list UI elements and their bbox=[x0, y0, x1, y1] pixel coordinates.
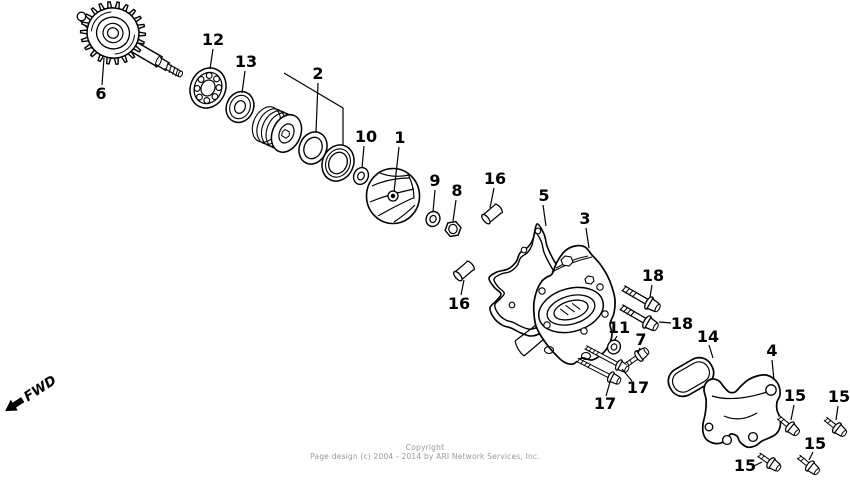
callout-leader-18 bbox=[649, 284, 653, 298]
part-callout-15: 15 bbox=[784, 386, 806, 405]
callout-leader-12 bbox=[209, 48, 214, 70]
part-callout-15: 15 bbox=[734, 456, 756, 475]
callout-leader-16 bbox=[489, 187, 495, 209]
part-8-nut bbox=[444, 220, 462, 238]
callout-leader-3 bbox=[585, 227, 590, 249]
bearing-ball bbox=[213, 75, 220, 83]
part-2-mechanical-seal bbox=[251, 106, 355, 182]
part-13-oil-seal bbox=[225, 90, 255, 124]
callout-leader-9 bbox=[432, 189, 436, 213]
callout-leader-2 bbox=[315, 82, 319, 133]
part-1-impeller bbox=[365, 167, 421, 225]
callout-leader-17 bbox=[605, 381, 611, 397]
callout-leader-18 bbox=[658, 321, 672, 324]
callout-leader-10 bbox=[361, 145, 365, 169]
callout-leader-16 bbox=[460, 279, 465, 296]
part-6-gear bbox=[79, 0, 147, 66]
part-callout-3: 3 bbox=[579, 209, 590, 228]
callout-leader-8 bbox=[452, 199, 457, 222]
part-callout-14: 14 bbox=[697, 327, 719, 346]
bearing-ball bbox=[215, 84, 223, 92]
bearing-ball bbox=[193, 84, 201, 92]
part-callout-2: 2 bbox=[312, 64, 323, 83]
part-12-bearing bbox=[189, 67, 227, 109]
part-callout-8: 8 bbox=[451, 181, 462, 200]
callout-leader-7 bbox=[637, 347, 641, 354]
part-9-washer bbox=[425, 210, 441, 228]
callout-layer: 6 12 13 2 10 1 98 16 16 5 3 18 18 11 7 17 17 14 4 15 15 15 15 bbox=[95, 30, 850, 475]
part-callout-11: 11 bbox=[608, 318, 630, 337]
callout-leader-13 bbox=[241, 70, 246, 94]
bearing-ball bbox=[196, 93, 203, 101]
part-callout-18: 18 bbox=[671, 314, 693, 333]
callout-leader-15 bbox=[835, 405, 839, 421]
part-callout-13: 13 bbox=[235, 52, 257, 71]
part-17-bolt bbox=[575, 355, 623, 387]
callout-leader-4 bbox=[771, 359, 775, 381]
part-callout-15: 15 bbox=[828, 387, 850, 406]
callout-leader-1 bbox=[393, 146, 400, 193]
part-11-washer bbox=[606, 339, 622, 355]
bearing-ball bbox=[205, 72, 213, 79]
callout-leader-15 bbox=[753, 461, 763, 467]
part-2-seal-ring bbox=[321, 144, 355, 182]
part-callout-12: 12 bbox=[202, 30, 224, 49]
bearing-ball bbox=[203, 97, 211, 104]
part-callout-10: 10 bbox=[355, 127, 377, 146]
callout-leader-2 bbox=[283, 72, 344, 146]
copyright-line2: Page design (c) 2004 - 2014 by ARI Netwo… bbox=[310, 452, 540, 461]
callout-leader-6 bbox=[101, 57, 105, 86]
part-callout-4: 4 bbox=[766, 341, 777, 360]
fwd-arrow-icon bbox=[5, 397, 25, 412]
part-callout-17: 17 bbox=[594, 394, 616, 413]
callout-leader-14 bbox=[708, 344, 714, 359]
part-4-rear-cover bbox=[701, 373, 782, 449]
callout-leader-17 bbox=[621, 368, 633, 382]
part-callout-6: 6 bbox=[95, 84, 106, 103]
part-16-dowel-pin bbox=[453, 260, 475, 282]
part-callout-15: 15 bbox=[804, 434, 826, 453]
callout-leader-15 bbox=[808, 451, 814, 461]
bearing-ball bbox=[211, 93, 219, 101]
part-3-pump-cover bbox=[514, 244, 616, 366]
part-16-dowel-pin bbox=[481, 203, 503, 225]
part-callout-16: 16 bbox=[448, 294, 470, 313]
fwd-direction-arrow: FWD bbox=[5, 372, 59, 412]
part-callout-16: 16 bbox=[484, 169, 506, 188]
part-14-o-ring bbox=[667, 356, 715, 398]
copyright-line1: Copyright bbox=[405, 443, 445, 452]
copyright-footer: Copyright Page design (c) 2004 - 2014 by… bbox=[0, 443, 850, 461]
part-callout-9: 9 bbox=[429, 171, 440, 190]
part-callout-1: 1 bbox=[394, 128, 405, 147]
part-callout-7: 7 bbox=[635, 330, 646, 349]
part-callout-5: 5 bbox=[538, 186, 549, 205]
callout-leader-15 bbox=[790, 404, 795, 421]
callout-leader-5 bbox=[542, 204, 547, 227]
part-callout-17: 17 bbox=[627, 378, 649, 397]
callout-leader-11 bbox=[613, 335, 618, 342]
part-callout-18: 18 bbox=[642, 266, 664, 285]
fwd-label: FWD bbox=[21, 372, 59, 405]
part-10-washer bbox=[352, 166, 370, 186]
bearing-ball bbox=[197, 75, 205, 83]
